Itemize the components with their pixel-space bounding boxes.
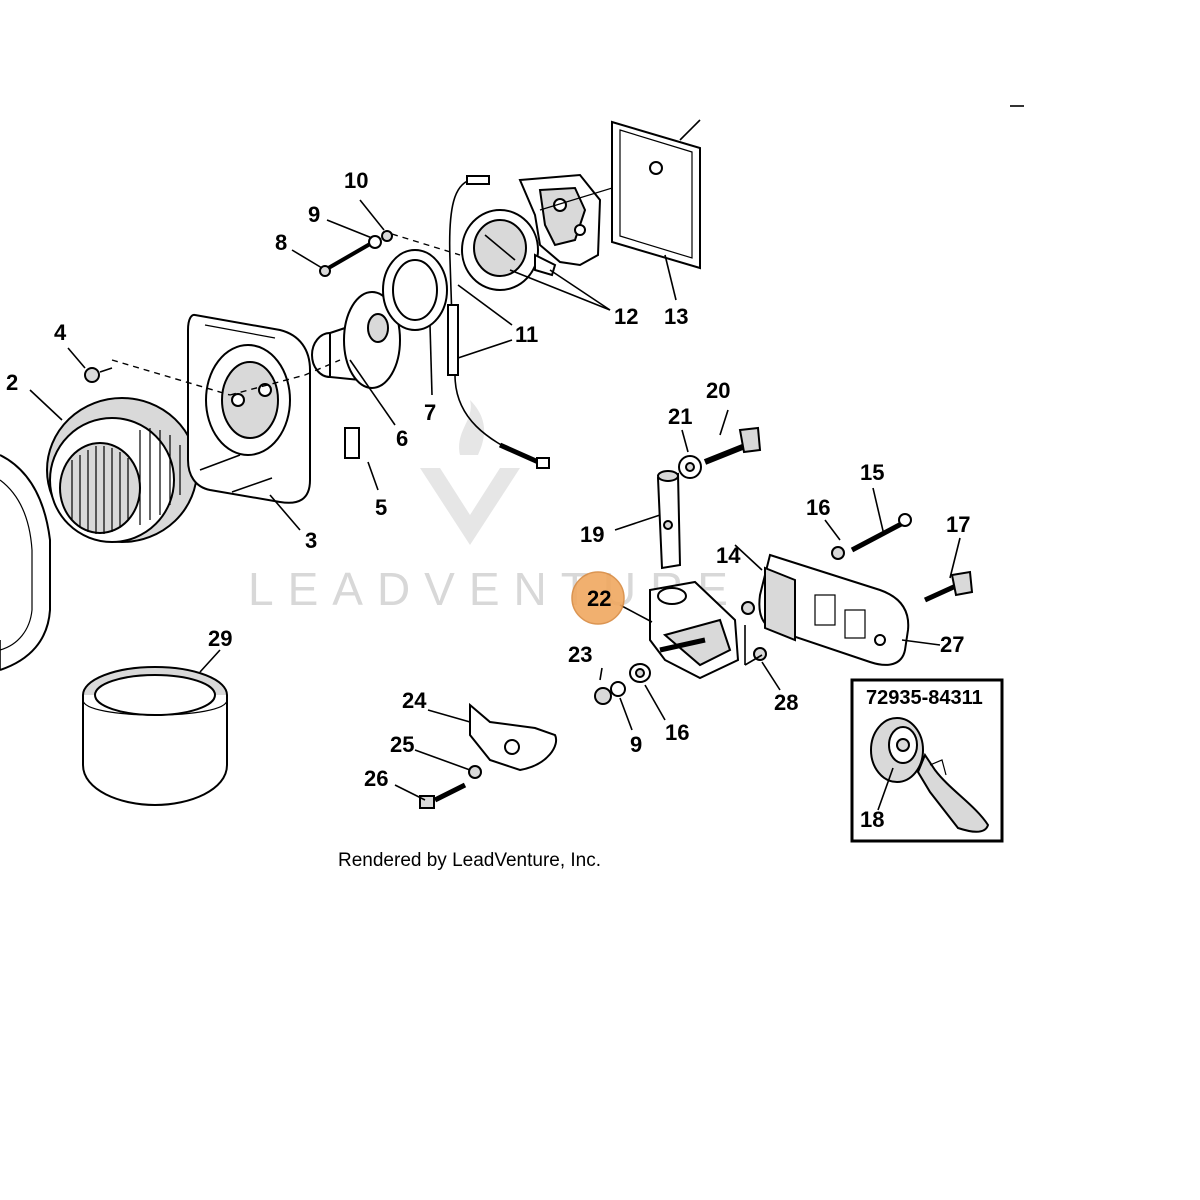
screw-part-15	[850, 519, 907, 553]
nut-part-14	[741, 601, 755, 615]
callout-7: 7	[424, 400, 436, 425]
kit-callout-18: 18	[860, 807, 884, 832]
callout-9-lower: 9	[630, 732, 642, 757]
watermark-text: LEADVENTURE	[248, 563, 742, 615]
blower-housing-partial	[0, 454, 51, 671]
callout-25: 25	[390, 732, 414, 757]
screw-part-26	[419, 782, 467, 809]
callout-29: 29	[208, 626, 232, 651]
callout-16-lower: 16	[665, 720, 689, 745]
choke-cable	[447, 175, 550, 469]
callout-12: 12	[614, 304, 638, 329]
watermark-logo-icon	[420, 468, 520, 545]
callout-15: 15	[860, 460, 884, 485]
throttle-lever-block	[649, 580, 740, 680]
pivot-pin	[656, 470, 682, 570]
callout-6: 6	[396, 426, 408, 451]
washer-part-9	[368, 235, 382, 249]
nut-part-16-upper	[831, 546, 845, 560]
callout-4: 4	[54, 320, 67, 345]
callout-10: 10	[344, 168, 368, 193]
nut-part-10	[381, 230, 393, 242]
kit-inset-box: 72935-84311 18	[850, 678, 1004, 843]
callout-13: 13	[664, 304, 688, 329]
air-cleaner-base-plate	[187, 313, 311, 504]
foam-pre-cleaner	[82, 666, 228, 807]
callout-2: 2	[6, 370, 18, 395]
callout-17: 17	[946, 512, 970, 537]
callout-9-upper: 9	[308, 202, 320, 227]
air-filter-element	[46, 397, 198, 543]
bolt-part-8	[319, 242, 372, 277]
callout-20: 20	[706, 378, 730, 403]
carburetor	[518, 173, 656, 267]
screw-part-4	[84, 367, 113, 383]
callout-28: 28	[774, 690, 798, 715]
callout-19: 19	[580, 522, 604, 547]
highlight-marker	[571, 571, 625, 625]
washer-part-25	[468, 765, 482, 779]
callout-23: 23	[568, 642, 592, 667]
callout-5: 5	[375, 495, 387, 520]
nut-part-28	[753, 647, 767, 661]
callout-21: 21	[668, 404, 692, 429]
washer-part-9-lower	[610, 681, 626, 697]
callout-labels: 2 3 4 5 6 7 8 9 10 11 12 13 14 15 16 17 …	[6, 168, 970, 791]
cover-part-24	[469, 702, 558, 772]
kit-part-number: 72935-84311	[866, 687, 983, 709]
callout-14: 14	[716, 543, 741, 568]
render-credit: Rendered by LeadVenture, Inc.	[338, 850, 601, 871]
callout-26: 26	[364, 766, 388, 791]
choke-lever-knob	[870, 717, 990, 833]
elbow-tube	[311, 291, 401, 389]
callout-11: 11	[515, 322, 538, 347]
callout-16-upper: 16	[806, 495, 830, 520]
leadventure-watermark: LEADVENTURE	[248, 400, 742, 615]
callout-27: 27	[940, 632, 964, 657]
screw-part-20	[703, 426, 762, 465]
control-housing	[758, 553, 910, 666]
callout-leader-lines	[29, 199, 961, 801]
callout-24: 24	[402, 688, 427, 713]
callout-8: 8	[275, 230, 287, 255]
screw-part-17	[923, 570, 974, 603]
callout-3: 3	[305, 528, 317, 553]
mounting-panel	[611, 119, 701, 270]
callout-22: 22	[587, 586, 611, 611]
nut-part-23	[594, 687, 612, 705]
gasket-part-5	[344, 427, 360, 459]
gasket-ring	[382, 249, 448, 331]
choke-plate-assembly	[461, 209, 557, 291]
